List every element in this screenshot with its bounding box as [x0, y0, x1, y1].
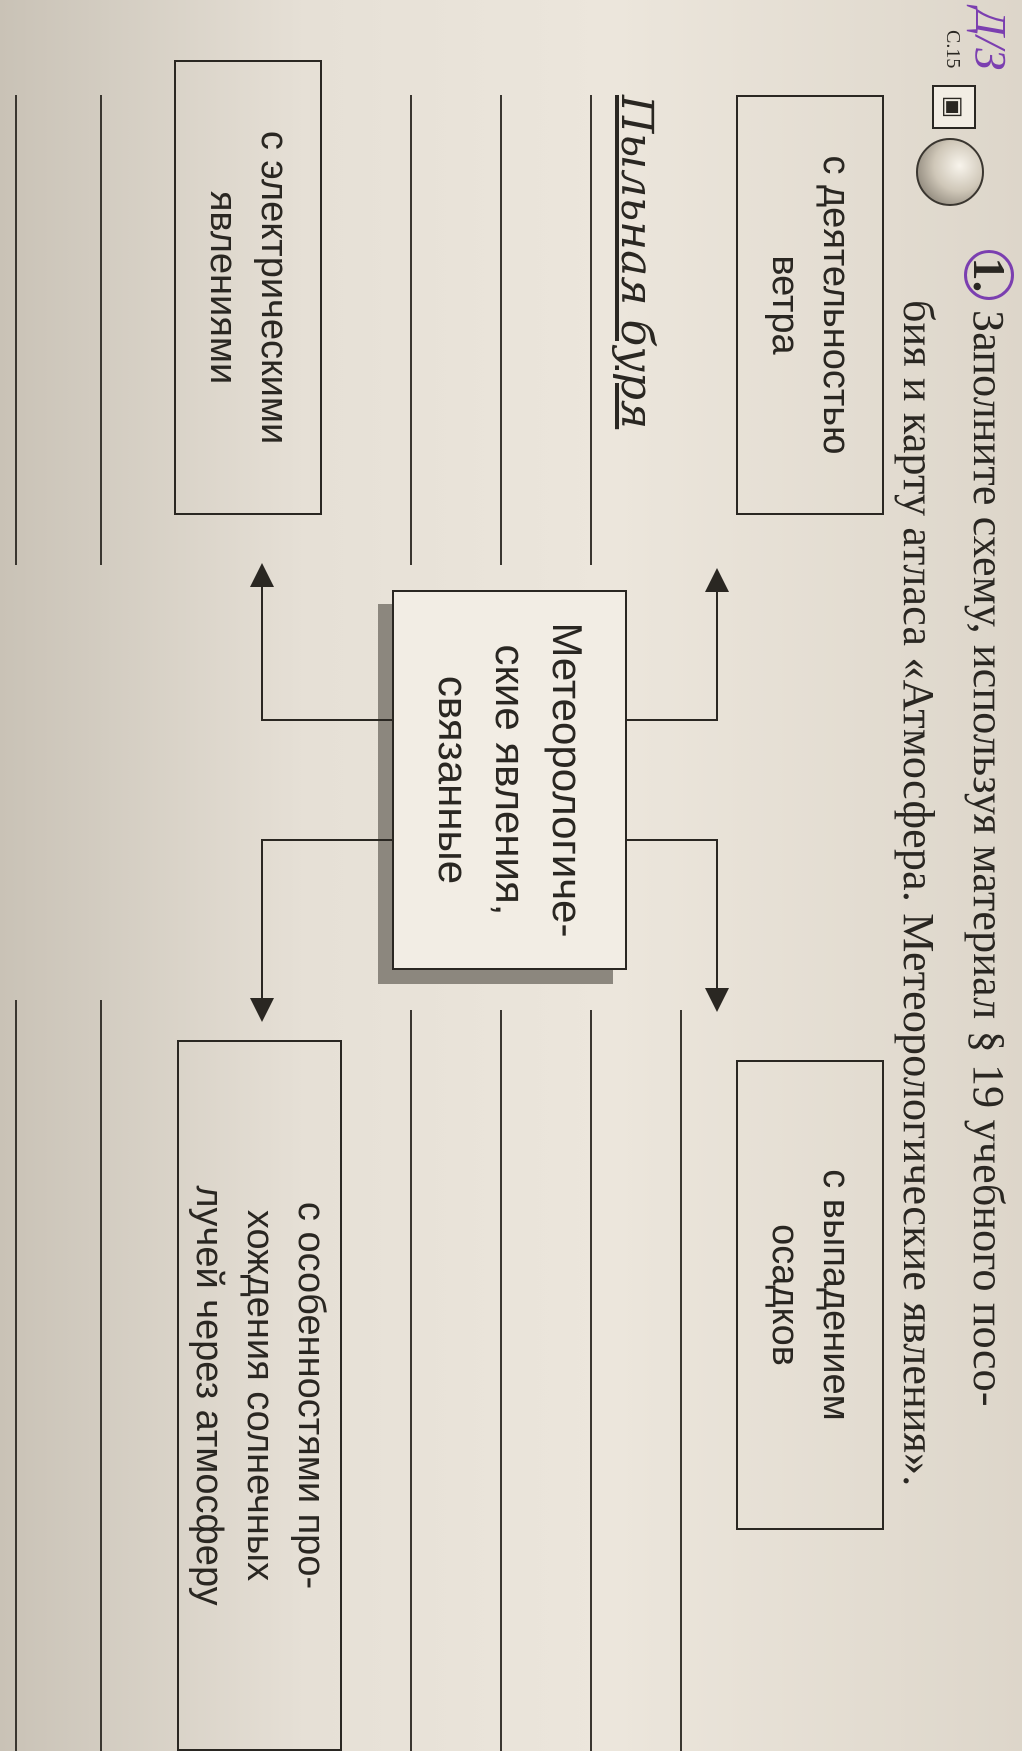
answer-line [500, 1010, 502, 1751]
answer-line [680, 1010, 682, 1751]
answer-line [500, 95, 502, 565]
answer-line [410, 95, 412, 565]
handwritten-answer-wind: Пыльная буря [611, 95, 662, 430]
answer-line [15, 1000, 17, 1751]
answer-line [100, 95, 102, 565]
answer-line [590, 95, 592, 565]
arrow-to-solar [250, 839, 392, 1022]
answer-line [590, 1010, 592, 1751]
arrow-to-electric [250, 563, 392, 721]
answer-line [100, 1000, 102, 1751]
answer-line [410, 1010, 412, 1751]
answer-line [15, 95, 17, 565]
arrow-to-precipitation [627, 839, 729, 1012]
arrow-to-wind [627, 568, 729, 721]
